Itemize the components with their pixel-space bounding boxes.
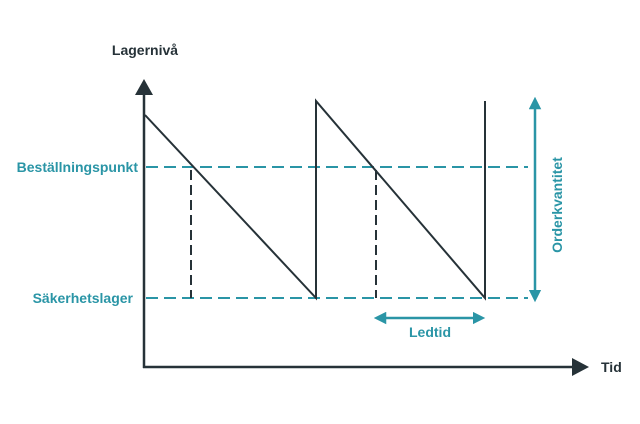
y-axis-arrow-icon — [135, 79, 153, 95]
safety-stock-label: Säkerhetslager — [33, 290, 134, 306]
y-axis-label: Lagernivå — [112, 42, 178, 58]
inventory-level-line — [144, 98, 486, 301]
lead-time-label: Ledtid — [409, 324, 451, 340]
x-axis-arrow-icon — [572, 358, 589, 376]
x-axis-label: Tid — [601, 359, 622, 375]
order-quantity-label: Orderkvantitet — [549, 157, 565, 253]
reorder-point-label: Beställningspunkt — [17, 159, 139, 175]
